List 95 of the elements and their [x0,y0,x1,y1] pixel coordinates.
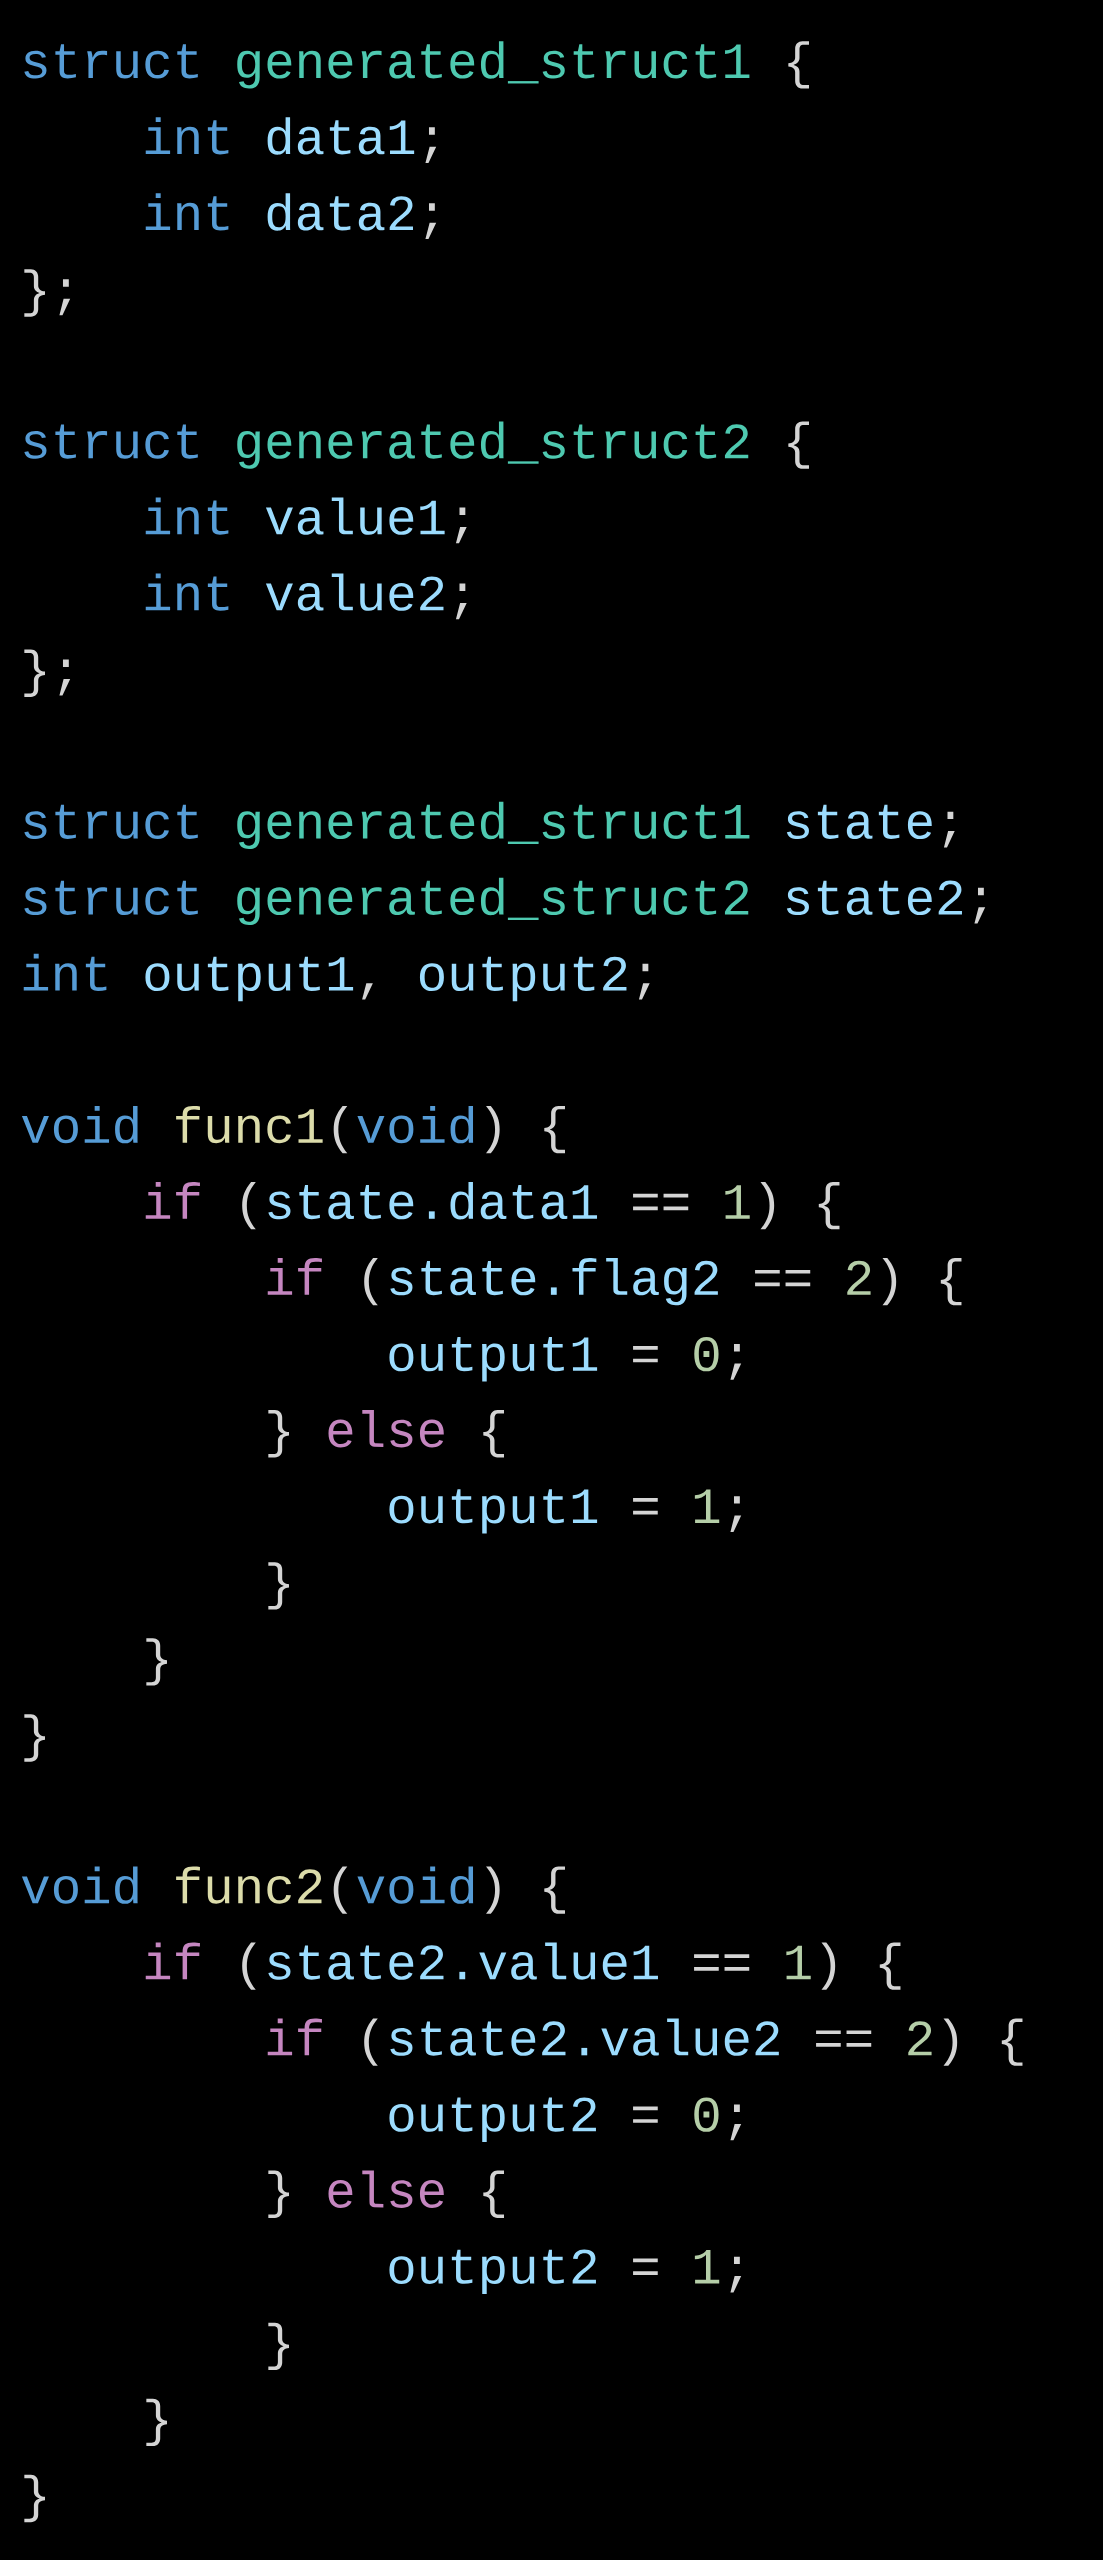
code-text: struct [24,44,198,79]
code-text: output1 [389,1337,598,1382]
code-text: ; [455,583,467,620]
code-text: ( [364,1258,378,1306]
code-text: == [694,1954,750,1971]
code-text: data1 [267,117,415,155]
code-text: func2 [176,1866,322,1904]
code-text: int [145,193,229,231]
code-text: } [268,1410,290,1458]
code-text: }; [24,269,71,317]
code-text: void [21,1866,138,1904]
code-text: == [816,2030,872,2047]
code-text: ( [242,1181,256,1230]
code-text: void [357,1866,474,1904]
code-text: int [145,573,229,611]
code-text: ; [943,811,955,848]
code-text: = [633,1345,658,1363]
code-text: ( [333,1105,348,1154]
code-text: if [267,2018,322,2056]
code-text: ; [638,963,650,1000]
code-text: = [633,2106,658,2123]
code-text: state [786,804,932,839]
code-text: state.flag2 [390,1258,718,1306]
code-text: { [483,2170,504,2218]
code-text: } [146,2398,168,2447]
code-text: } [146,1638,168,1686]
code-text: output2 [389,2249,596,2294]
code-text: state.data1 [268,1181,597,1220]
code-text: struct [24,880,198,916]
code-text: ; [455,507,467,544]
code-text: ( [242,1942,256,1990]
code-text: ; [425,203,437,240]
code-text: = [633,1498,658,1515]
code-text: data2 [267,193,413,231]
code-text: ) { [486,1105,565,1154]
code-text: ) { [882,1258,962,1306]
code-text: ; [730,1344,742,1380]
code-text: 2 [847,1260,871,1295]
code-text: ( [333,1866,348,1914]
code-text: } [268,1562,290,1610]
code-text: 1 [694,1489,720,1523]
code-text: == [755,1269,811,1287]
code-text: value1 [265,497,445,535]
code-text: struct [24,424,198,459]
code-text: void [357,1105,474,1144]
code-text: ) { [486,1866,565,1914]
code-text: generated_struct2 [237,421,749,469]
code-text: = [633,2258,658,2275]
code-text: int [145,497,229,535]
code-text: ) { [760,1181,840,1230]
code-text: value2 [265,573,444,611]
code-text: else [328,2170,444,2208]
code-text: 1 [786,1945,811,1980]
code-text: int [145,117,229,155]
code-text: else [328,1410,444,1448]
code-text: 0 [694,1336,719,1372]
code-text: } [24,2474,46,2523]
code-text: generated_struct1 [237,41,750,89]
code-text: if [267,1258,322,1295]
code-text: , [362,983,373,1000]
code-text: state2 [786,880,962,916]
code-text: } [268,2170,290,2218]
code-text: struct [24,804,198,839]
code-text: } [268,2322,290,2371]
code-text: output2 [419,956,627,1002]
code-text: if [145,1181,200,1219]
code-text: output1 [389,1489,598,1534]
code-text: ; [730,2256,742,2293]
code-text: 1 [694,2250,720,2284]
code-text: ) { [821,1942,901,1990]
code-text: ; [730,1496,742,1532]
code-text: output2 [389,2097,596,2142]
code-text: output1 [145,956,354,1002]
code-text: == [633,1193,689,1211]
code-text: state2.value1 [268,1942,658,1980]
code-text: } [24,1714,46,1762]
code-text: void [21,1105,138,1144]
code-text: 0 [694,2097,719,2132]
code-text: int [23,953,107,991]
code-text: generated_struct1 [237,801,750,850]
code-text: 2 [908,2021,932,2056]
code-text: state2.value2 [390,2018,779,2056]
code-text: ; [730,2104,742,2141]
code-text: ; [425,127,437,164]
code-text: ( [364,2018,378,2066]
code-text: func1 [176,1105,323,1144]
code-text: generated_struct2 [237,877,749,926]
code-text: ) { [943,2018,1023,2066]
code-text: ; [974,887,986,924]
code-text: if [145,1942,200,1980]
code-text: }; [24,649,71,697]
code-text: { [788,421,809,469]
code-text: { [788,41,809,89]
code-text: 1 [725,1185,750,1219]
code-text: { [483,1410,504,1458]
